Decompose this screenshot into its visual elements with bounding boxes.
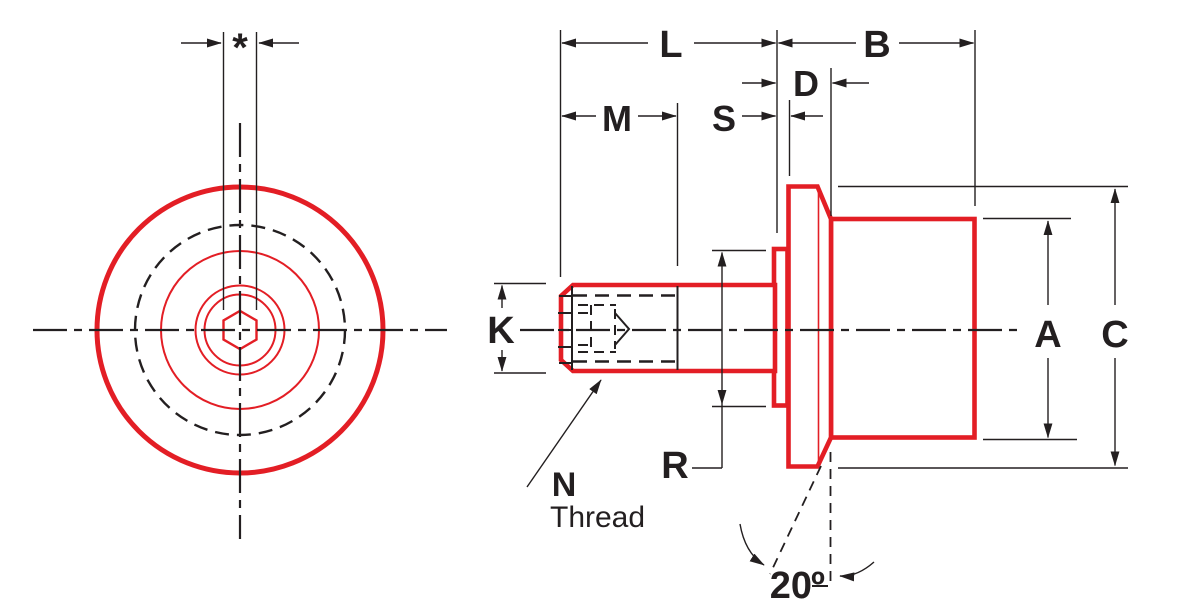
dimension-label-C: C: [1101, 314, 1128, 356]
dimension-L: L: [561, 24, 777, 66]
dimension-label-R: R: [661, 445, 688, 487]
washer-lip-diameter-circle: [160, 250, 320, 410]
side-view-part: [520, 184, 1018, 469]
hub-body-outline: [828, 216, 977, 440]
thread-label-word: Thread: [550, 501, 645, 534]
angle-arrow-right: [839, 561, 875, 582]
dimension-label-M: M: [602, 98, 632, 139]
angle-arrow-left: [739, 523, 765, 566]
thread-label-letter: N: [552, 466, 577, 504]
side-view-dimensions: L B D M S: [487, 24, 1128, 605]
dimension-S: S: [712, 98, 823, 139]
dimension-label-D: D: [793, 63, 819, 104]
dimension-C: C: [838, 185, 1129, 469]
collar-outline: [786, 184, 834, 469]
thread-callout: N Thread: [526, 379, 645, 534]
dimension-label-L: L: [659, 24, 682, 66]
dimension-A: A: [983, 217, 1077, 441]
stud-thread-details: [558, 286, 679, 370]
dimension-label-B: B: [863, 24, 890, 66]
angle-chamfer-line: [769, 465, 822, 575]
front-view: *: [33, 26, 447, 539]
dimension-label-K: K: [487, 310, 515, 352]
dimension-K: K: [487, 282, 546, 374]
socket-drill-point: [614, 312, 631, 346]
dimension-label-A: A: [1034, 314, 1061, 356]
dimension-label-star: *: [232, 26, 248, 70]
dimension-M: M: [561, 98, 677, 139]
dimension-star: *: [181, 26, 299, 310]
dimension-label-S: S: [712, 98, 736, 139]
leader-arrow: [526, 379, 602, 488]
threaded-stud-outline: [558, 282, 778, 374]
dimension-D: D: [742, 63, 869, 104]
dimension-B: B: [777, 24, 975, 66]
angle-callout: 20 º: [739, 452, 875, 605]
angle-label-value: 20: [770, 565, 812, 605]
dimension-R: R: [661, 249, 766, 487]
